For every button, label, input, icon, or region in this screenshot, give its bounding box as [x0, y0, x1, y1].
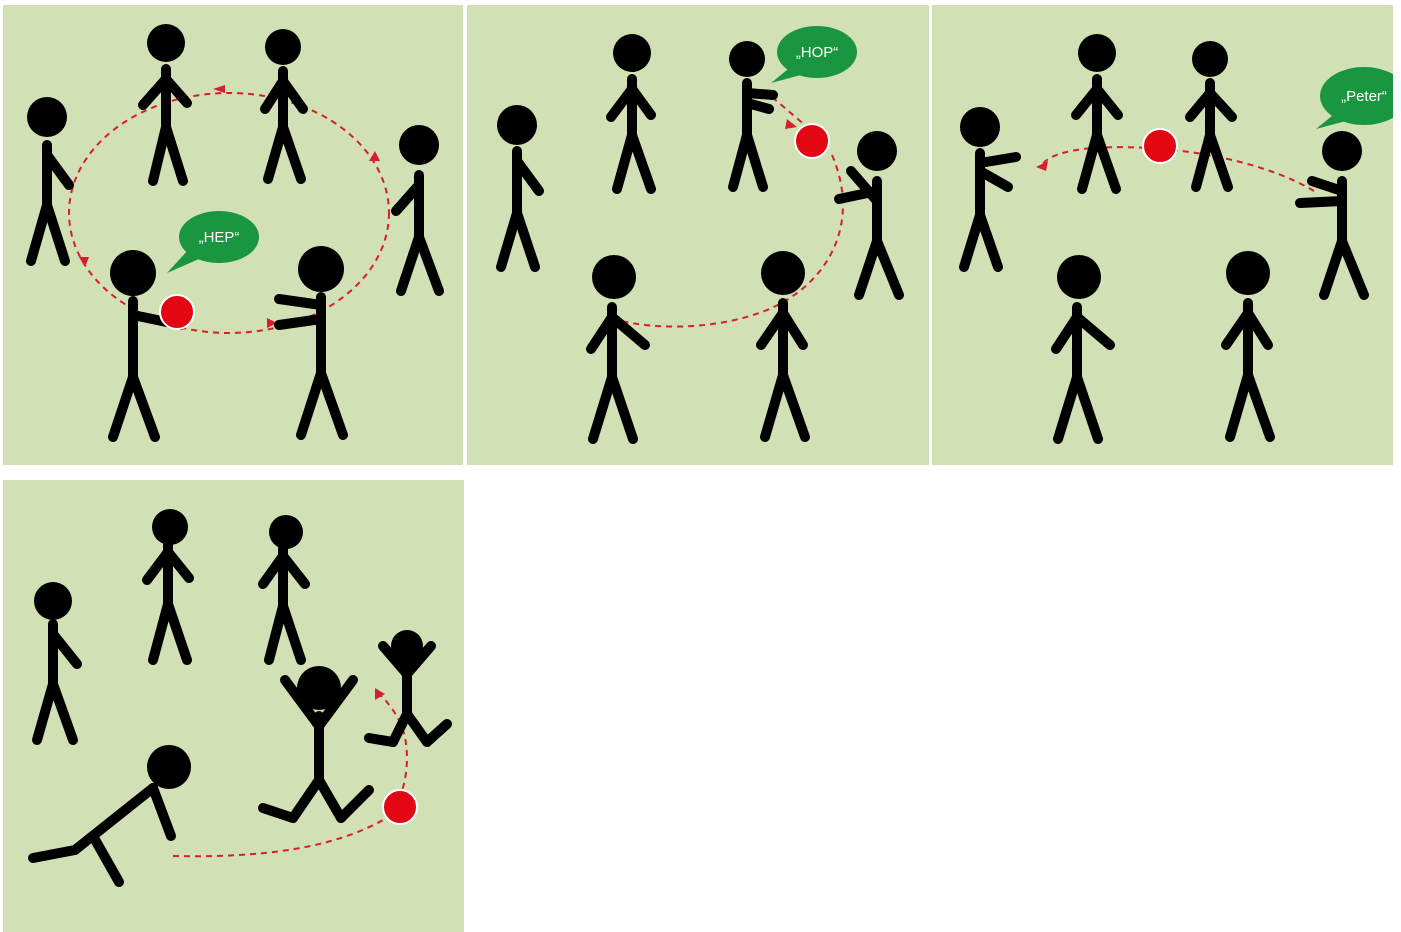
- panel-2-scene: „HOP“: [467, 5, 929, 465]
- head: [147, 24, 185, 62]
- speech-text: „Peter“: [1341, 88, 1387, 105]
- head: [265, 29, 301, 65]
- head: [1057, 255, 1101, 299]
- head: [1078, 34, 1116, 72]
- head: [147, 745, 191, 789]
- head: [391, 630, 423, 662]
- head: [298, 246, 344, 292]
- head: [1192, 41, 1228, 77]
- panel-3: „Peter“: [932, 5, 1393, 465]
- panel-1: „HEP“: [3, 5, 463, 465]
- panel-background: [467, 5, 929, 465]
- head: [1226, 251, 1270, 295]
- head: [1322, 131, 1362, 171]
- panel-1-scene: „HEP“: [3, 5, 463, 465]
- head: [857, 131, 897, 171]
- head: [729, 41, 765, 77]
- panel-background: [3, 480, 464, 932]
- head: [269, 515, 303, 549]
- head: [110, 250, 156, 296]
- panel-3-scene: „Peter“: [932, 5, 1393, 465]
- panel-4-scene: [3, 480, 464, 932]
- head: [960, 107, 1000, 147]
- ball: [1143, 129, 1177, 163]
- head: [497, 105, 537, 145]
- panel-background: [932, 5, 1393, 465]
- panel-4: [3, 480, 464, 932]
- ball: [160, 295, 194, 329]
- speech-text: „HEP“: [199, 229, 240, 246]
- head: [592, 255, 636, 299]
- head: [27, 97, 67, 137]
- panel-2: „HOP“: [467, 5, 929, 465]
- head: [613, 34, 651, 72]
- ball: [383, 790, 417, 824]
- ball: [795, 124, 829, 158]
- head: [152, 509, 188, 545]
- head: [297, 666, 341, 710]
- head: [34, 582, 72, 620]
- speech-text: „HOP“: [796, 44, 839, 61]
- head: [761, 251, 805, 295]
- head: [399, 125, 439, 165]
